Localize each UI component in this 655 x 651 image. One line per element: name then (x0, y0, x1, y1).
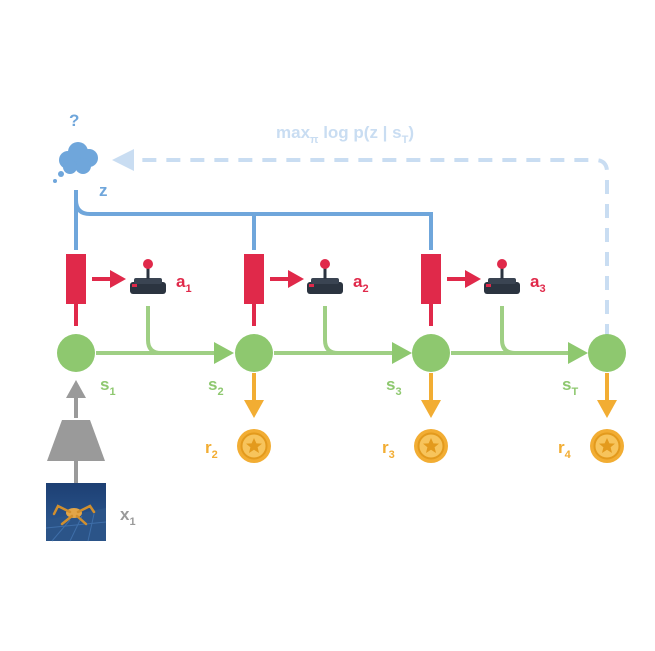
action-label-2: a2 (353, 272, 369, 295)
reward-label-4: r4 (558, 438, 572, 461)
joystick-icon (130, 259, 166, 294)
transition-arrowhead-3 (568, 342, 588, 364)
joystick-icon (484, 259, 520, 294)
action-arrow-3 (447, 270, 481, 288)
reward-label-2: r2 (205, 438, 218, 461)
latent-z-connections (74, 190, 433, 250)
joystick-icon (307, 259, 343, 294)
policy-bar-2 (244, 254, 264, 326)
robot-ant-image-icon (45, 483, 107, 542)
state-label-2: s2 (208, 375, 224, 398)
z-label: z (99, 181, 108, 200)
state-node-1 (57, 334, 95, 372)
action-label-3: a3 (530, 272, 546, 295)
state-label-1: s1 (100, 375, 116, 398)
transition-arrowhead-1 (214, 342, 234, 364)
action-arrow-1 (92, 270, 126, 288)
state-node-3 (412, 334, 450, 372)
reward-arrowhead-2 (421, 400, 441, 418)
action-arrow-2 (270, 270, 304, 288)
thought-cloud-icon (53, 142, 98, 183)
encoder-arrow (66, 380, 86, 418)
state-node-T (588, 334, 626, 372)
star-coin-icon (590, 429, 624, 463)
policy-bar-3 (421, 254, 441, 326)
star-coin-icon (414, 429, 448, 463)
state-label-T: sT (562, 375, 578, 398)
reward-arrows (252, 373, 609, 404)
transition-arrowhead-2 (392, 342, 412, 364)
objective-feedback-arrow (112, 149, 609, 338)
reward-label-3: r3 (382, 438, 395, 461)
transition-arrows (96, 306, 578, 355)
observation-label: x1 (120, 505, 136, 528)
star-coin-icon (237, 429, 271, 463)
policy-bar-1 (66, 254, 86, 326)
state-label-3: s3 (386, 375, 402, 398)
question-mark: ? (69, 111, 79, 130)
state-node-2 (235, 334, 273, 372)
action-label-1: a1 (176, 272, 192, 295)
encoder-trapezoid-icon (47, 420, 105, 461)
reward-arrowhead-3 (597, 400, 617, 418)
objective-label: maxπ log p(z | sT) (276, 123, 414, 146)
reward-arrowhead-1 (244, 400, 264, 418)
